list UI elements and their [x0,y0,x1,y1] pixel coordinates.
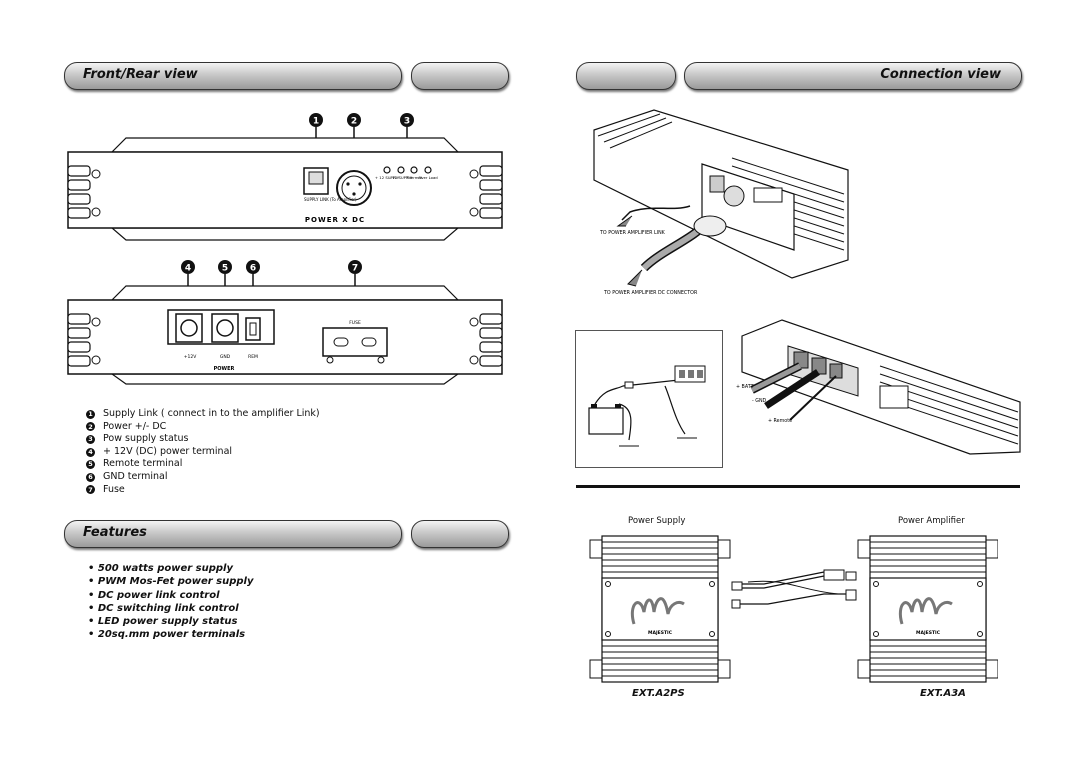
feature-item: • 500 watts power supply [88,563,234,574]
callout-6: 6 [250,264,256,274]
features-title: Features [83,525,147,540]
front-panel-diagram: 1 2 3 + 12 SUPPLY - 12 SUPPLY Thermal Ov… [67,113,503,241]
legend-number: 6 [86,472,95,482]
legend-item: 2 Power +/- DC [86,421,320,434]
front-brand: POWER X DC [305,216,365,224]
feature-item: • DC power link control [88,589,220,601]
legend-text: Supply Link ( connect in to the amplifie… [103,408,320,419]
terminal-closeup: + BATT - GND + Remote [736,319,1021,455]
legend-item: 6 GND terminal [86,471,320,484]
model-left: EXT.A2PS [632,688,685,699]
label-to-power-amp-link: TO POWER AMPLIFIER LINK [599,230,666,236]
connection-title: Connection view [880,67,1001,82]
connection-illustration-top: TO POWER AMPLIFIER LINK TO POWER AMPLIFI… [593,109,849,296]
legend-text: GND terminal [103,470,168,482]
feature-item: • DC switching link control [88,602,239,614]
connection-header: Connection view [684,62,1022,90]
fuse-label: FUSE [349,320,361,326]
label-gnd: - GND [752,398,767,404]
feature-item: • PWM Mos-Fet power supply [88,576,254,588]
front-rear-title: Front/Rear view [83,67,198,82]
label-to-power-amp-dc: TO POWER AMPLIFIER DC CONNECTOR [603,290,698,296]
callout-4: 4 [185,264,191,274]
legend-text: Remote terminal [103,458,183,470]
legend-item: 5 Remote terminal [86,458,320,471]
rear-panel-diagram: 4 5 6 7 +12V GND REM POWER FUSE [67,260,503,385]
terminal-label-12v: +12V [184,354,197,360]
callout-5: 5 [222,264,228,274]
callout-3: 3 [404,117,410,127]
model-right: EXT.A3A [920,688,966,699]
feature-item: • 20sq.mm power terminals [88,629,246,641]
feature-item: • LED power supply status [88,616,238,628]
legend-item: 7 Fuse [86,484,320,497]
unit-badge-right: MAJESTIC [916,630,941,636]
rear-brand: POWER [214,366,235,372]
label-batt: + BATT [736,384,754,390]
callout-2: 2 [351,117,357,127]
features-header: Features [64,520,402,548]
header-blank-pill-right [576,62,676,90]
label-remote: + Remote [768,418,792,424]
link-diagram: MAJESTIC MAJESTIC [589,535,998,683]
features-list: • 500 watts power supply • PWM Mos-Fet p… [88,562,254,642]
callout-1: 1 [313,117,319,127]
battery-wiring-inset [575,330,723,468]
callout-legend: 1 Supply Link ( connect in to the amplifi… [86,408,320,496]
header-blank-pill-left [411,62,509,90]
terminal-label-gnd: GND [220,354,231,360]
legend-number: 3 [86,434,95,444]
status-label-1: + 12 SUPPLY [375,175,400,180]
legend-number: 5 [86,460,95,470]
legend-number: 2 [86,422,95,432]
legend-item: 4 + 12V (DC) power terminal [86,446,320,459]
power-supply-label: Power Supply [628,516,686,526]
status-label-4: Over Load [418,175,438,180]
power-amplifier-label: Power Amplifier [898,516,965,526]
legend-number: 4 [86,447,95,457]
unit-badge-left: MAJESTIC [648,630,673,636]
legend-number: 1 [86,409,95,419]
status-label-3: Thermal [405,175,422,180]
legend-text: Pow supply status [103,433,189,445]
legend-item: 3 Pow supply status [86,433,320,446]
front-rear-header: Front/Rear view [64,62,402,90]
supply-link-label: SUPPLY LINK (To Amplifier) [304,197,357,202]
terminal-label-rem: REM [248,354,258,360]
legend-item: 1 Supply Link ( connect in to the amplifi… [86,408,320,421]
legend-number: 7 [86,485,95,495]
legend-text: Fuse [103,483,125,495]
section-divider [576,485,1020,488]
callout-7: 7 [352,264,358,274]
features-blank-pill [411,520,509,548]
status-label-2: - 12 SUPPLY [390,175,413,180]
legend-text: Power +/- DC [103,420,167,432]
legend-text: + 12V (DC) power terminal [103,445,233,457]
